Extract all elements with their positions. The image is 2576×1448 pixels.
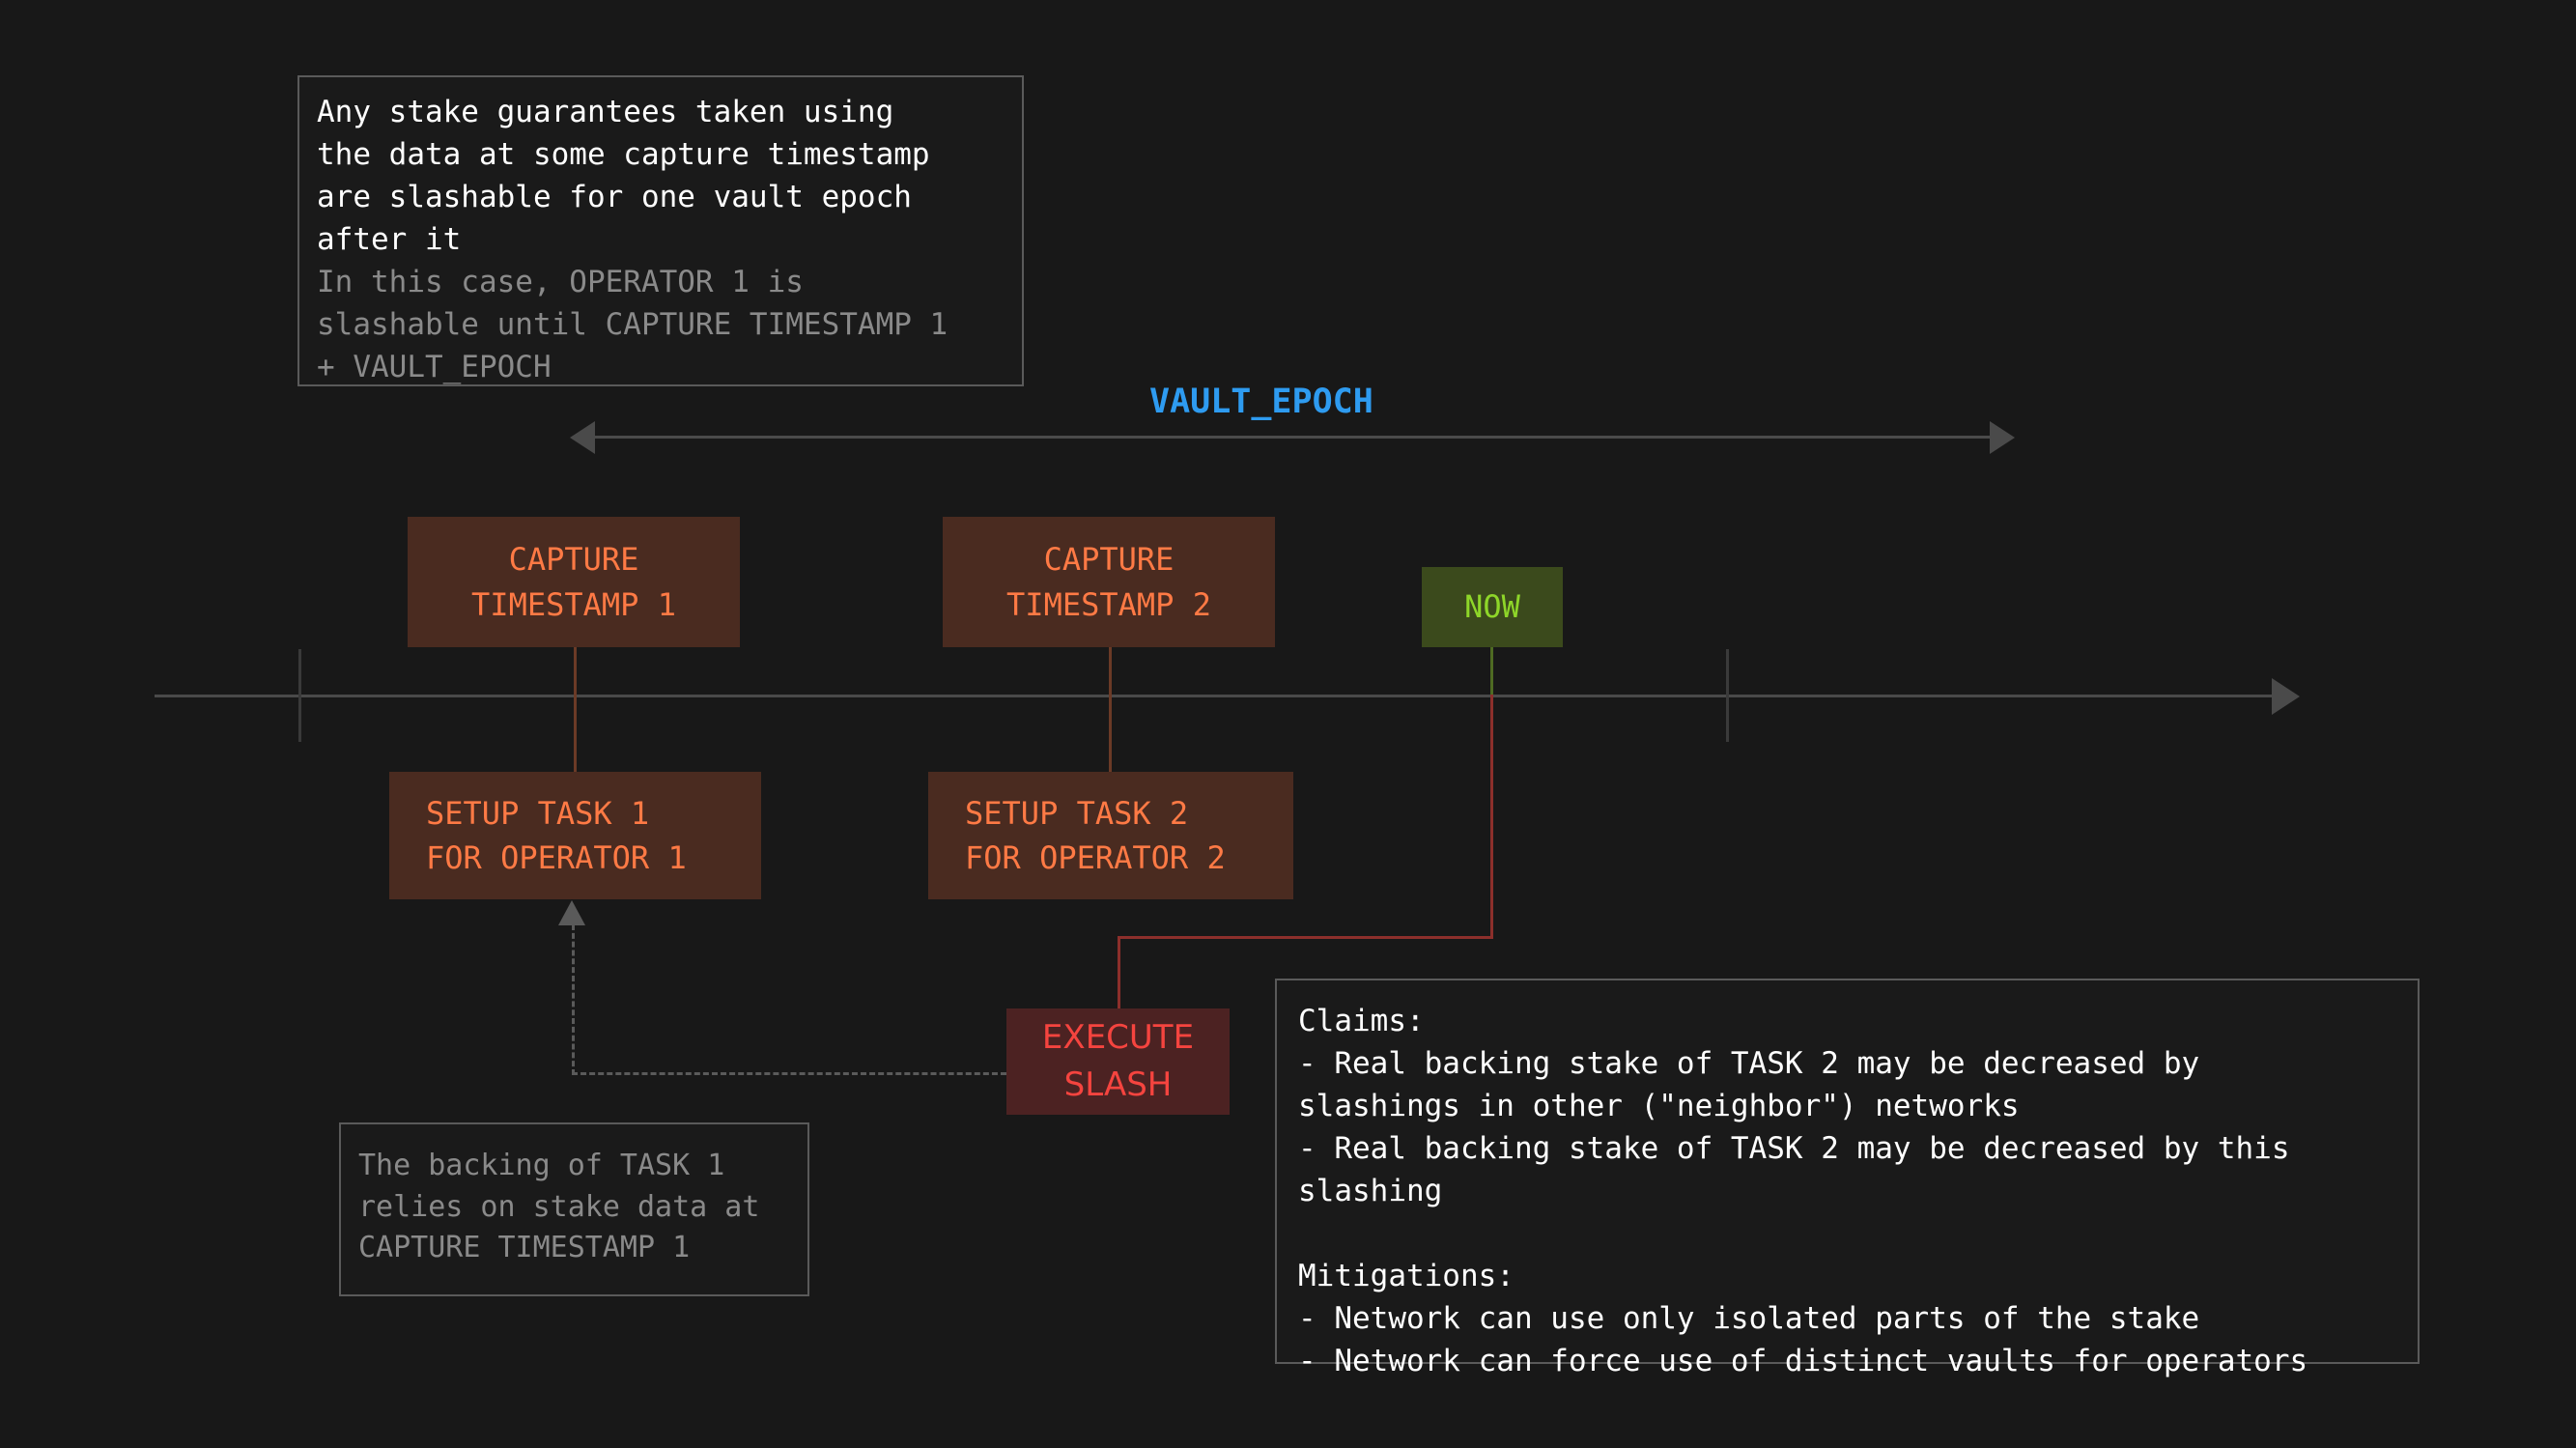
dashed-connector-vertical: [572, 924, 575, 1075]
vault-epoch-label: VAULT_EPOCH: [1149, 383, 1373, 421]
claims-line-5: slashing: [1298, 1174, 1443, 1209]
connector-now-vertical: [1490, 695, 1493, 939]
claims-line-6: [1298, 1212, 2396, 1255]
timeline-tick-epoch-end: [1726, 649, 1729, 742]
note-epoch-rule-dim-line-3: + VAULT_EPOCH: [317, 350, 552, 385]
connector-capture1-to-task1: [574, 647, 577, 773]
claims-line-2: - Real backing stake of TASK 2 may be de…: [1298, 1046, 2200, 1082]
dashed-connector-arrow-head: [558, 900, 585, 925]
event-box-execute-slash[interactable]: EXECUTE SLASH: [1006, 1008, 1230, 1115]
dashed-connector-horizontal: [572, 1072, 1006, 1075]
note-task1-backing: The backing of TASK 1 relies on stake da…: [339, 1122, 809, 1296]
event-box-capture-timestamp-1[interactable]: CAPTURE TIMESTAMP 1: [408, 517, 740, 647]
slash-line-1: EXECUTE: [1041, 1017, 1195, 1057]
task2-line-1: SETUP TASK 2: [965, 794, 1189, 832]
note-epoch-rule-dim-line-2: slashable until CAPTURE TIMESTAMP 1: [317, 307, 948, 343]
claims-line-9: - Network can force use of distinct vaul…: [1298, 1344, 2308, 1379]
note-task1-backing-line-1: The backing of TASK 1: [358, 1149, 725, 1182]
connector-slash-vertical: [1118, 936, 1120, 1008]
task1-line-2: FOR OPERATOR 1: [426, 839, 687, 876]
capture1-line-1: CAPTURE: [508, 541, 639, 579]
connector-now-to-axis: [1490, 647, 1493, 697]
note-epoch-rule: Any stake guarantees taken using the dat…: [297, 75, 1024, 386]
now-label: NOW: [1464, 588, 1520, 626]
note-epoch-rule-line-2: the data at some capture timestamp: [317, 137, 930, 173]
event-box-capture-timestamp-2[interactable]: CAPTURE TIMESTAMP 2: [943, 517, 1275, 647]
note-claims-mitigations: Claims: - Real backing stake of TASK 2 m…: [1275, 979, 2420, 1378]
claims-line-3: slashings in other ("neighbor") networks: [1298, 1089, 2020, 1124]
timeline-axis-arrow-head: [2272, 678, 2300, 715]
vault-epoch-arrow-left-head: [570, 421, 595, 454]
timeline-axis: [155, 695, 2275, 697]
timeline-tick-epoch-start: [298, 649, 301, 742]
event-box-setup-task-1[interactable]: SETUP TASK 1 FOR OPERATOR 1: [389, 772, 761, 899]
capture2-line-1: CAPTURE: [1043, 541, 1175, 579]
claims-line-7: Mitigations:: [1298, 1259, 1514, 1294]
vault-epoch-arrow-shaft: [574, 436, 2003, 439]
note-task1-backing-line-2: relies on stake data at: [358, 1189, 760, 1224]
slash-line-2: SLASH: [1063, 1065, 1173, 1104]
connector-capture2-to-task2: [1109, 647, 1112, 773]
task2-line-2: FOR OPERATOR 2: [965, 839, 1226, 876]
event-box-now[interactable]: NOW: [1422, 567, 1563, 647]
capture2-line-2: TIMESTAMP 2: [1006, 585, 1211, 623]
task1-line-1: SETUP TASK 1: [426, 794, 650, 832]
vault-epoch-arrow-right-head: [1990, 421, 2015, 454]
claims-line-1: Claims:: [1298, 1004, 1425, 1038]
claims-line-8: - Network can use only isolated parts of…: [1298, 1301, 2200, 1337]
note-task1-backing-line-3: CAPTURE TIMESTAMP 1: [358, 1231, 691, 1265]
note-epoch-rule-line-4: after it: [317, 222, 462, 258]
claims-line-4: - Real backing stake of TASK 2 may be de…: [1298, 1131, 2290, 1167]
event-box-setup-task-2[interactable]: SETUP TASK 2 FOR OPERATOR 2: [928, 772, 1293, 899]
note-epoch-rule-dim-line-1: In this case, OPERATOR 1 is: [317, 265, 804, 300]
connector-now-horizontal: [1118, 936, 1493, 939]
note-epoch-rule-line-3: are slashable for one vault epoch: [317, 180, 912, 215]
note-epoch-rule-line-1: Any stake guarantees taken using: [317, 95, 894, 129]
capture1-line-2: TIMESTAMP 1: [471, 585, 676, 623]
